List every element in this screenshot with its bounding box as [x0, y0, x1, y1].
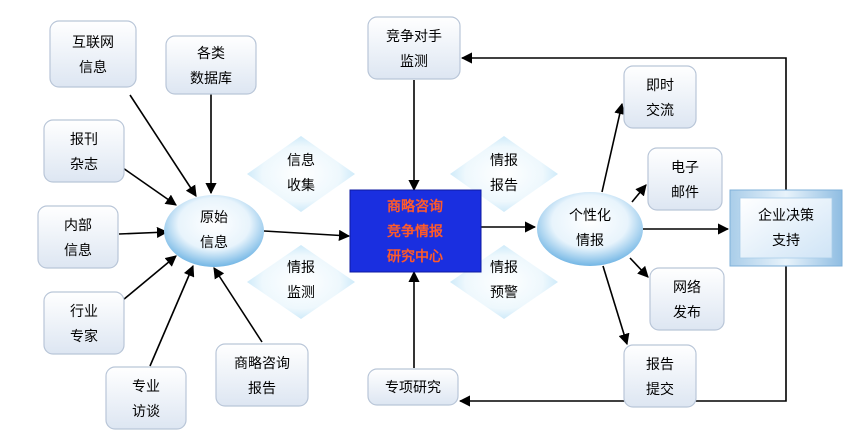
decision-node: 企业决策 支持	[729, 189, 843, 267]
arrow-personalized-to-realtime	[601, 102, 626, 193]
source-experts: 行业 专家	[43, 291, 125, 355]
output-web-line1: 网络	[673, 280, 701, 296]
raw-info-line2: 信息	[200, 234, 228, 251]
source-experts-line2: 专家	[70, 328, 98, 345]
diamond-warning-line1: 情报	[490, 260, 518, 276]
diamond-monitor-line1: 情报	[287, 260, 315, 276]
arrow-internal-to-raw	[118, 226, 169, 239]
source-databases-line2: 数据库	[190, 71, 232, 87]
arrow-personalized-to-web	[629, 257, 649, 278]
source-databases: 各类 数据库	[165, 35, 257, 95]
center-node: 商略咨询 竞争情报 研究中心	[349, 189, 482, 273]
output-realtime: 即时 交流	[623, 65, 697, 129]
personalized-line2: 情报	[576, 233, 604, 249]
output-web: 网络 发布	[649, 267, 725, 331]
competitor-line1: 竞争对手	[386, 28, 442, 45]
arrow-personalized-to-email	[631, 184, 647, 203]
decision-line2: 支持	[772, 233, 800, 249]
source-consulting-reports-line1: 商略咨询	[234, 356, 290, 372]
competitor-line2: 监测	[400, 54, 428, 70]
source-interviews: 专业 访谈	[105, 366, 187, 430]
output-email: 电子 邮件	[647, 147, 723, 211]
arrow-experts-to-raw	[122, 255, 177, 301]
arrow-decision-to-competitor	[460, 52, 787, 191]
source-internal-line1: 内部	[64, 218, 92, 234]
output-realtime-line2: 交流	[646, 102, 674, 119]
diamond-collect-line2: 收集	[287, 177, 315, 194]
arrow-personalized-to-submit	[602, 265, 630, 346]
decision-line1: 企业决策	[758, 207, 814, 224]
arrow-internet-to-raw	[129, 94, 197, 197]
arrows	[118, 52, 787, 407]
arrow-raw-to-center	[263, 229, 351, 241]
competitor-node: 竞争对手 监测	[367, 16, 461, 80]
source-internal: 内部 信息	[37, 205, 119, 269]
diamond-collect: 信息 收集	[247, 136, 355, 212]
diamond-monitor: 情报 监测	[247, 245, 355, 319]
arrow-reports-to-raw	[213, 267, 263, 343]
center-line3: 研究中心	[387, 248, 443, 265]
center-line1: 商略咨询	[387, 198, 443, 215]
personalized-line1: 个性化	[569, 208, 611, 224]
raw-info-node: 原始 信息	[164, 195, 264, 267]
special-research-label: 专项研究	[385, 380, 441, 396]
source-internet-line2: 信息	[79, 59, 107, 76]
special-research-node: 专项研究	[367, 368, 459, 406]
personalized-node: 个性化 情报	[537, 192, 643, 266]
diamond-warning-line2: 预警	[490, 285, 518, 301]
source-periodicals-line2: 杂志	[70, 157, 98, 173]
output-submit-line1: 报告	[646, 357, 674, 373]
source-interviews-line2: 访谈	[132, 404, 160, 420]
diamond-monitor-line2: 监测	[287, 285, 315, 301]
source-internet-line1: 互联网	[72, 35, 114, 51]
output-web-line2: 发布	[673, 305, 701, 321]
source-experts-line1: 行业	[70, 304, 98, 320]
arrow-periodicals-to-raw	[122, 167, 177, 206]
arrow-interviews-to-raw	[149, 264, 195, 367]
center-line2: 竞争情报	[387, 223, 443, 240]
diamond-collect-line1: 信息	[287, 152, 315, 169]
source-databases-line1: 各类	[197, 46, 225, 62]
source-periodicals: 报刊 杂志	[43, 119, 125, 183]
diamond-report-line2: 报告	[490, 178, 518, 194]
source-internet: 互联网 信息	[49, 20, 137, 88]
source-interviews-line1: 专业	[132, 379, 160, 395]
source-consulting-reports: 商略咨询 报告	[215, 343, 309, 407]
source-consulting-reports-line2: 报告	[248, 381, 276, 397]
raw-info-line1: 原始	[200, 210, 228, 226]
source-internal-line2: 信息	[64, 242, 92, 259]
arrow-decision-to-research	[458, 266, 787, 407]
output-email-line2: 邮件	[671, 185, 699, 201]
output-submit: 报告 提交	[623, 344, 697, 408]
source-periodicals-line1: 报刊	[70, 132, 98, 148]
output-realtime-line1: 即时	[646, 78, 674, 94]
output-email-line1: 电子	[671, 160, 699, 176]
diamond-report-line1: 情报	[490, 153, 518, 169]
output-submit-line2: 提交	[646, 381, 674, 398]
